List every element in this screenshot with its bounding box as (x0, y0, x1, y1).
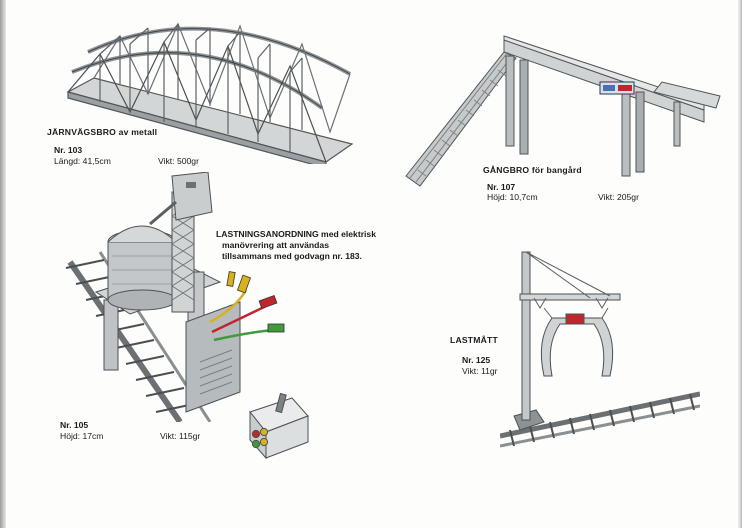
control-switch-illustration (249, 392, 309, 460)
page-edge-shadow (0, 0, 6, 528)
item-125-number: Nr. 125 (462, 355, 491, 365)
item-107-title: GÅNGBRO för bangård (483, 165, 582, 175)
item-105-title: LASTNINGSANORDNING med elektrisk manövre… (216, 229, 376, 261)
railway-bridge-illustration (66, 22, 354, 164)
footbridge-illustration (405, 35, 721, 187)
item-105-number: Nr. 105 (60, 420, 89, 430)
page-edge-right (738, 0, 742, 528)
loading-gauge-illustration (500, 251, 700, 448)
item-125-title: LASTMÅTT (450, 335, 498, 345)
item-125-specs: Vikt: 11gr (462, 366, 498, 376)
item-107-number: Nr. 107 (487, 182, 516, 192)
loading-device-illustration (65, 172, 285, 422)
item-103-number: Nr. 103 (54, 145, 83, 155)
item-103-title: JÄRNVÄGSBRO av metall (47, 127, 158, 137)
